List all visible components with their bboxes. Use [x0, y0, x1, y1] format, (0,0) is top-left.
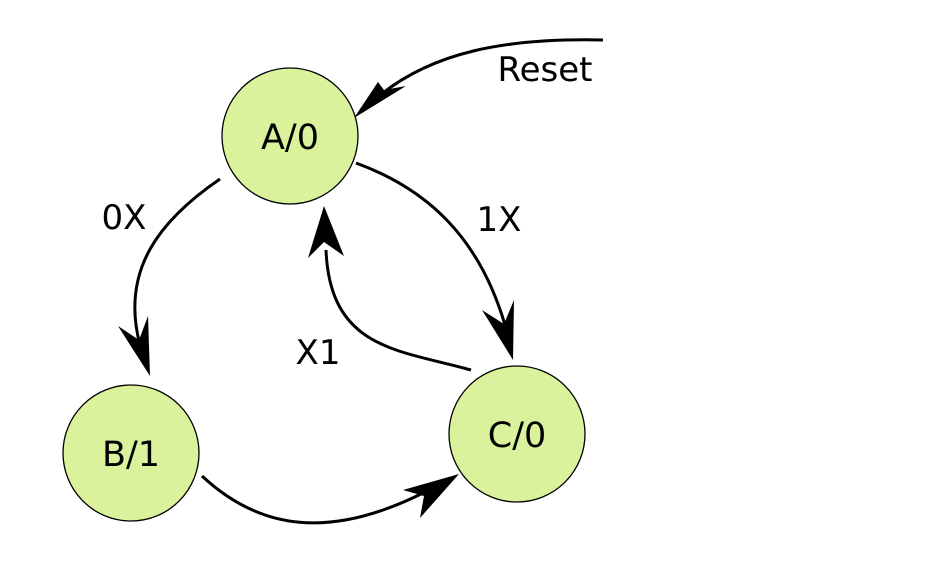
arrowhead-c-to-a: [308, 206, 344, 258]
arrowhead-a-to-b: [118, 316, 150, 376]
state-a: A/0: [221, 67, 359, 205]
edge-label-reset: Reset: [498, 50, 593, 90]
arrowhead-b-to-c: [403, 474, 459, 518]
edge-a-to-b: [133, 177, 221, 346]
edge-label-c-to-a: X1: [296, 333, 341, 373]
state-c-label: C/0: [488, 416, 547, 456]
state-b-label: B/1: [102, 435, 160, 475]
state-a-label: A/0: [261, 118, 319, 158]
state-c-circle: [448, 365, 586, 503]
edge-a-to-c: [355, 161, 507, 326]
edge-c-to-a: [324, 249, 472, 372]
edge-b-to-c: [200, 474, 426, 525]
edge-reset: [370, 38, 604, 104]
edge-label-a-to-b: 0X: [102, 198, 147, 238]
state-b: B/1: [62, 384, 200, 522]
state-b-circle: [62, 384, 200, 522]
state-a-circle: [221, 67, 359, 205]
edge-label-a-to-c: 1X: [477, 200, 522, 240]
state-c: C/0: [448, 365, 586, 503]
arrowhead-reset: [354, 82, 406, 118]
arrowhead-a-to-c: [482, 300, 514, 360]
